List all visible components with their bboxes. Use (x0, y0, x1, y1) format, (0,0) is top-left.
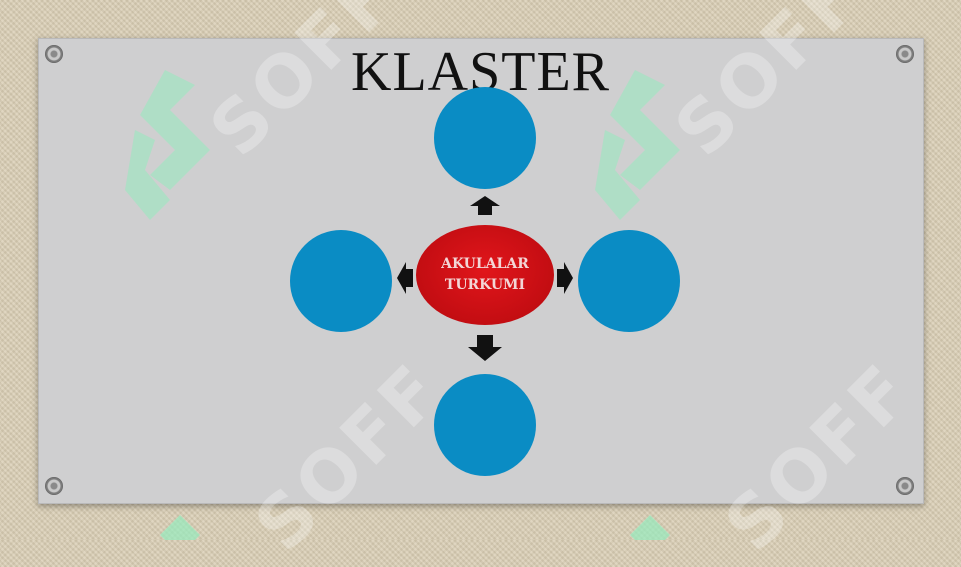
node-circle-bottom (434, 374, 536, 476)
node-circle-top (434, 87, 536, 189)
screw-icon (45, 45, 63, 63)
arrow-down-icon (468, 335, 502, 361)
arrow-up-icon (470, 196, 500, 215)
center-node: AKULALAR TURKUMI (416, 225, 554, 325)
screw-icon (896, 45, 914, 63)
node-circle-left (290, 230, 392, 332)
node-circle-right (578, 230, 680, 332)
center-label-line2: TURKUMI (444, 277, 526, 293)
watermark-logo-fragment (160, 515, 200, 540)
arrow-left-icon (397, 262, 413, 294)
screw-icon (45, 477, 63, 495)
watermark-logo-fragment (630, 515, 670, 540)
screw-icon (896, 477, 914, 495)
center-label-line1: AKULALAR (441, 256, 529, 272)
arrow-right-icon (557, 262, 573, 294)
